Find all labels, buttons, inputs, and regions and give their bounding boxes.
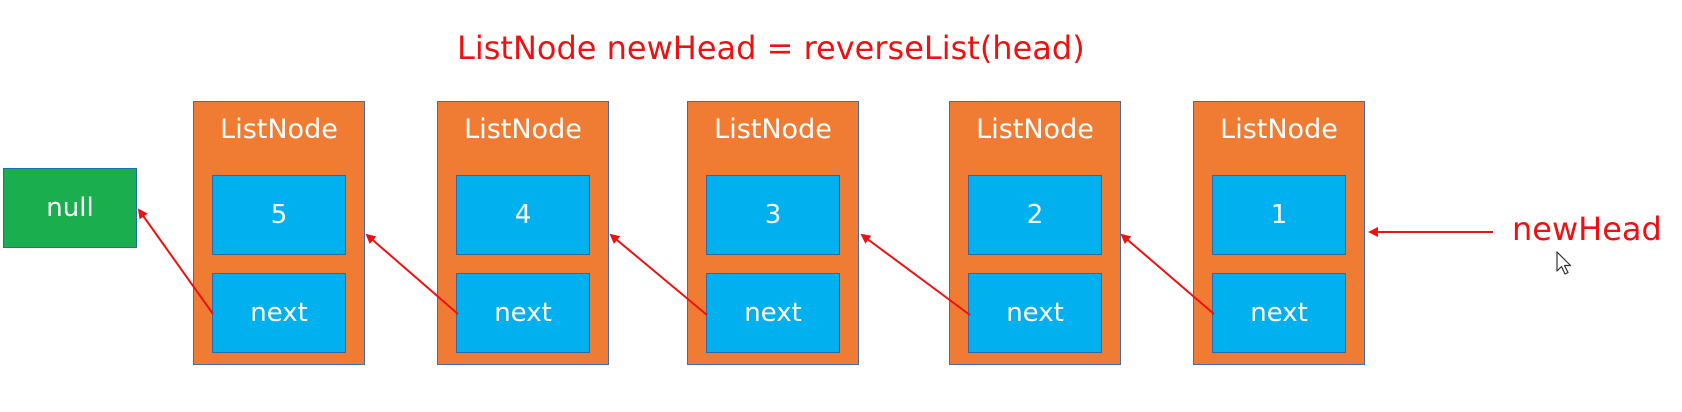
node-value: 5 — [212, 175, 346, 255]
mouse-cursor-icon — [1556, 251, 1572, 275]
null-label: null — [46, 193, 94, 223]
list-node-2: ListNode 2 next — [949, 101, 1121, 365]
list-node-1: ListNode 1 next — [1193, 101, 1365, 365]
new-head-label: newHead — [1512, 210, 1662, 248]
list-node-4: ListNode 4 next — [437, 101, 609, 365]
list-node-5: ListNode 5 next — [193, 101, 365, 365]
list-node-3: ListNode 3 next — [687, 101, 859, 365]
node-title: ListNode — [464, 114, 582, 145]
node-next: next — [1212, 273, 1346, 353]
node-next: next — [968, 273, 1102, 353]
node-value: 2 — [968, 175, 1102, 255]
node-value: 1 — [1212, 175, 1346, 255]
node-title: ListNode — [1220, 114, 1338, 145]
node-next: next — [706, 273, 840, 353]
node-title: ListNode — [714, 114, 832, 145]
diagram-caption: ListNode newHead = reverseList(head) — [457, 29, 1085, 67]
node-next: next — [212, 273, 346, 353]
node-value: 4 — [456, 175, 590, 255]
node-next: next — [456, 273, 590, 353]
node-title: ListNode — [220, 114, 338, 145]
node-value: 3 — [706, 175, 840, 255]
node-title: ListNode — [976, 114, 1094, 145]
null-node: null — [3, 168, 137, 248]
